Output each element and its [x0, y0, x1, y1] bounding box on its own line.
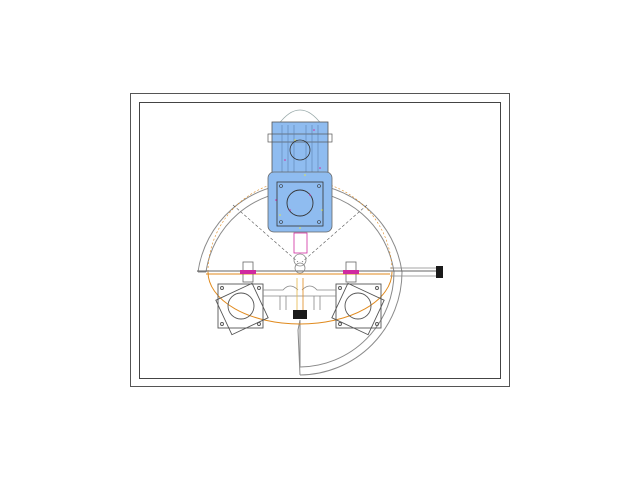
central-manifold [263, 278, 336, 319]
bearing-blocks [240, 261, 359, 283]
gearbox-body [267, 171, 333, 233]
drive-shaft-coupling [293, 232, 308, 274]
right-flange-plate [331, 282, 385, 336]
inner-frame [139, 102, 501, 379]
spiral-housing [197, 182, 403, 376]
shaft-end-cap [436, 266, 443, 278]
outlet-nozzle [293, 310, 307, 319]
horizontal-shaft [197, 266, 443, 278]
motor-assembly [267, 109, 333, 233]
outer-frame [130, 93, 510, 387]
center-lines [232, 204, 368, 263]
left-flange-plate [215, 282, 269, 336]
motor-body [271, 121, 329, 179]
